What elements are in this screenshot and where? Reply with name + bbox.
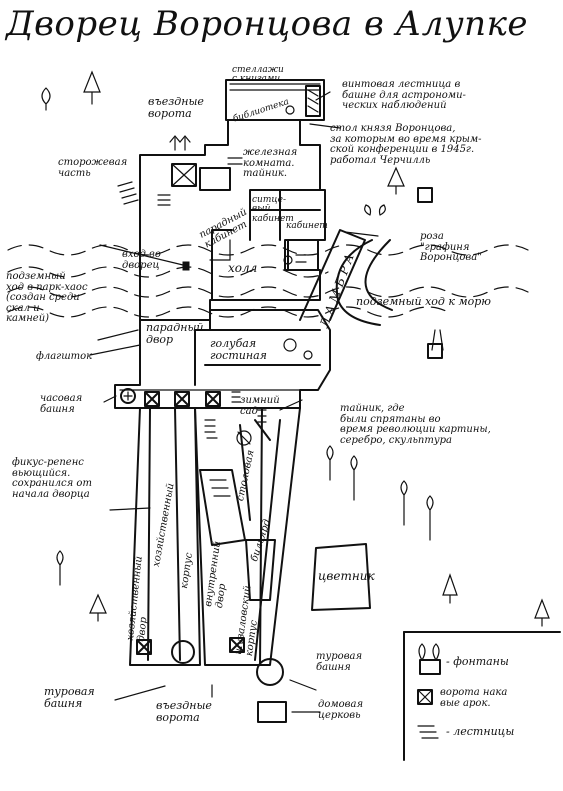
flowerbed-shape	[311, 543, 371, 611]
guard-part-label: сторожевая часть	[58, 157, 128, 179]
page-title: Дворец Воронцова в Алупке	[6, 4, 529, 44]
chintz-room-label: ситце- вый кабинет	[252, 195, 294, 224]
legend-fountains: - фонтаны	[446, 655, 509, 668]
legend-frame	[403, 631, 561, 761]
lower-wings	[129, 407, 301, 723]
gallery-label: кабинет	[286, 221, 328, 231]
legend-stairs: - лестницы	[446, 725, 515, 738]
underground-sea-label: подземный ход к морю	[356, 295, 491, 308]
clock-tower-label: часовая башня	[40, 393, 83, 415]
iron-room-label: железная комната. тайник.	[243, 147, 298, 179]
entry-gates-top-label: въездные ворота	[148, 95, 204, 120]
ficus-label: фикус-репенс вьющийся. сохранился от нач…	[12, 457, 92, 500]
underground-passages	[7, 229, 529, 326]
middle-building	[114, 255, 331, 409]
flowerbed-label: цветник	[318, 569, 375, 583]
shelves-label: стеллажи с книгами	[232, 65, 284, 85]
chapel-label: домовая церковь	[318, 699, 364, 721]
winter-garden-label: зимний сад	[240, 395, 280, 417]
entry-gates-bottom-label: въездные ворота	[156, 699, 212, 724]
upper-building	[117, 119, 326, 321]
parade-yard-label: парадный двор	[146, 321, 204, 346]
tower-right-label: туровая башня	[316, 651, 363, 673]
rose-label: роза "графиня Воронцова"	[420, 231, 482, 263]
underground-park-label: подземный ход в парк-хаос (создан среди …	[6, 271, 88, 324]
vorontsov-table-label: стол князя Воронцова, за которым во врем…	[330, 123, 482, 166]
tree-icons	[41, 70, 550, 627]
entrance-label: вход во дворец	[122, 249, 161, 271]
flagstaff-label: флагшток	[36, 351, 93, 362]
annotation-arrows	[89, 91, 379, 713]
hideout-label: тайник, где были спрятаны во время револ…	[340, 403, 491, 446]
spiral-stair-label: винтовая лестница в башне для астрономи-…	[342, 79, 466, 111]
legend-gates: ворота нака вые арок.	[440, 687, 508, 709]
tower-left-label: туровая башня	[44, 685, 95, 710]
hall-label: холл	[228, 261, 258, 275]
blue-room-label: голубая гостиная	[210, 337, 267, 362]
